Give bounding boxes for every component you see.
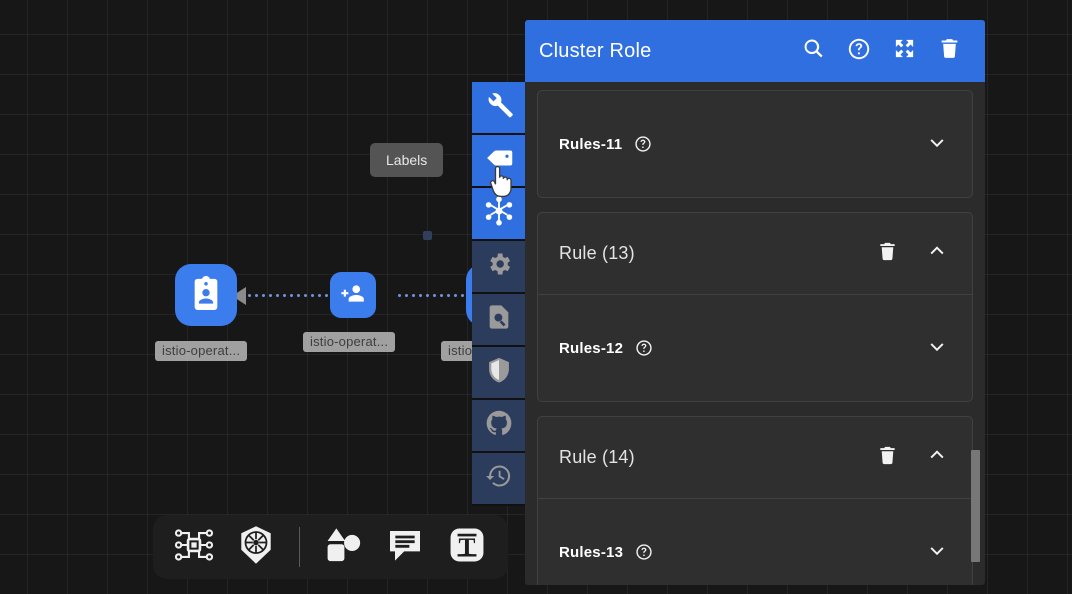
rule-header-row[interactable]: Rule (13) <box>538 213 972 295</box>
bottom-item-kubernetes[interactable] <box>229 520 283 574</box>
graph-node-collapsed[interactable] <box>423 231 432 240</box>
panel-body[interactable]: Rules-11 <box>525 82 985 585</box>
graph-node-label: istio-operat... <box>303 332 396 352</box>
panel-header: Cluster Role <box>525 20 985 82</box>
help-icon[interactable] <box>847 37 871 66</box>
rules-row-icons <box>926 335 948 362</box>
rules-row[interactable]: Rules-13 <box>538 499 972 585</box>
rules-label: Rules-13 <box>559 543 624 561</box>
gear-icon <box>485 250 513 283</box>
help-icon[interactable] <box>634 135 652 153</box>
rules-label: Rules-11 <box>559 135 623 153</box>
rules-row[interactable]: Rules-11 <box>538 91 972 197</box>
panel-scrollbar[interactable] <box>971 82 982 585</box>
rule-label: Rule (14) <box>559 447 635 467</box>
comment-icon <box>385 525 425 570</box>
rule-group-card: Rule (13) <box>537 212 973 402</box>
chevron-down-icon[interactable] <box>926 539 948 566</box>
rules-row-icons <box>926 131 948 158</box>
labels-tooltip: Labels <box>370 143 444 177</box>
cluster-role-panel: Cluster Role <box>525 20 985 585</box>
svg-text:T: T <box>459 532 476 560</box>
history-icon <box>485 462 513 495</box>
rule-label: Rule (13) <box>559 243 635 263</box>
graph-node-serviceaccount[interactable] <box>175 264 237 326</box>
rules-label: Rules-12 <box>559 339 624 357</box>
panel-actions <box>802 37 961 66</box>
graph-edge-2 <box>398 294 510 297</box>
toolbar-item-settings[interactable] <box>472 241 526 294</box>
help-icon[interactable] <box>635 339 653 357</box>
toolbar-item-github[interactable] <box>472 400 526 453</box>
shield-icon <box>485 356 513 389</box>
help-icon[interactable] <box>635 543 653 561</box>
add-group-icon <box>340 280 366 311</box>
panel-title: Cluster Role <box>539 39 652 62</box>
toolbar-item-inspect[interactable] <box>472 294 526 347</box>
bottom-item-infrastructure[interactable] <box>167 520 221 574</box>
graph-node-label: istio-operat... <box>155 341 248 361</box>
toolbar-item-security[interactable] <box>472 347 526 400</box>
chevron-down-icon[interactable] <box>926 335 948 362</box>
wrench-icon <box>484 90 514 125</box>
graph-edge-1 <box>248 294 348 297</box>
delete-icon[interactable] <box>938 37 961 65</box>
delete-icon[interactable] <box>877 445 898 471</box>
bottom-item-comment[interactable] <box>378 520 432 574</box>
bottom-item-text[interactable]: T <box>440 520 494 574</box>
bottom-item-shapes[interactable] <box>316 520 370 574</box>
delete-icon[interactable] <box>877 241 898 267</box>
document-search-icon <box>485 303 513 336</box>
scrollbar-thumb[interactable] <box>971 450 980 562</box>
text-icon: T <box>446 524 488 571</box>
rules-row[interactable]: Rules-12 <box>538 295 972 401</box>
rules-row-icons <box>926 539 948 566</box>
toolbar-item-topology[interactable] <box>472 188 526 241</box>
fullscreen-icon[interactable] <box>893 37 916 65</box>
graph-node-label: istio <box>441 341 480 361</box>
id-badge-icon <box>189 275 223 315</box>
rule-row-icons <box>877 444 948 471</box>
rule-header-row[interactable]: Rule (14) <box>538 417 972 499</box>
kubernetes-icon <box>235 524 277 571</box>
shapes-icon <box>322 524 364 571</box>
toolbar-item-labels[interactable] <box>472 135 526 188</box>
graph-node-rolebinding[interactable] <box>330 272 376 318</box>
toolbar-item-history[interactable] <box>472 453 526 506</box>
circuit-chip-icon <box>173 524 215 571</box>
rule-group-card: Rule (14) <box>537 416 973 585</box>
chevron-up-icon[interactable] <box>926 444 948 471</box>
toolbar-divider <box>299 527 300 567</box>
github-icon <box>485 409 513 442</box>
bottom-toolbar: T <box>153 515 508 579</box>
tag-icon <box>484 143 514 178</box>
rule-row-icons <box>877 240 948 267</box>
vertical-toolbar <box>472 82 526 506</box>
toolbar-item-wrench[interactable] <box>472 82 526 135</box>
chevron-up-icon[interactable] <box>926 240 948 267</box>
network-nodes-icon <box>483 195 515 232</box>
rules-card: Rules-11 <box>537 90 973 198</box>
search-icon[interactable] <box>802 37 825 65</box>
chevron-down-icon[interactable] <box>926 131 948 158</box>
